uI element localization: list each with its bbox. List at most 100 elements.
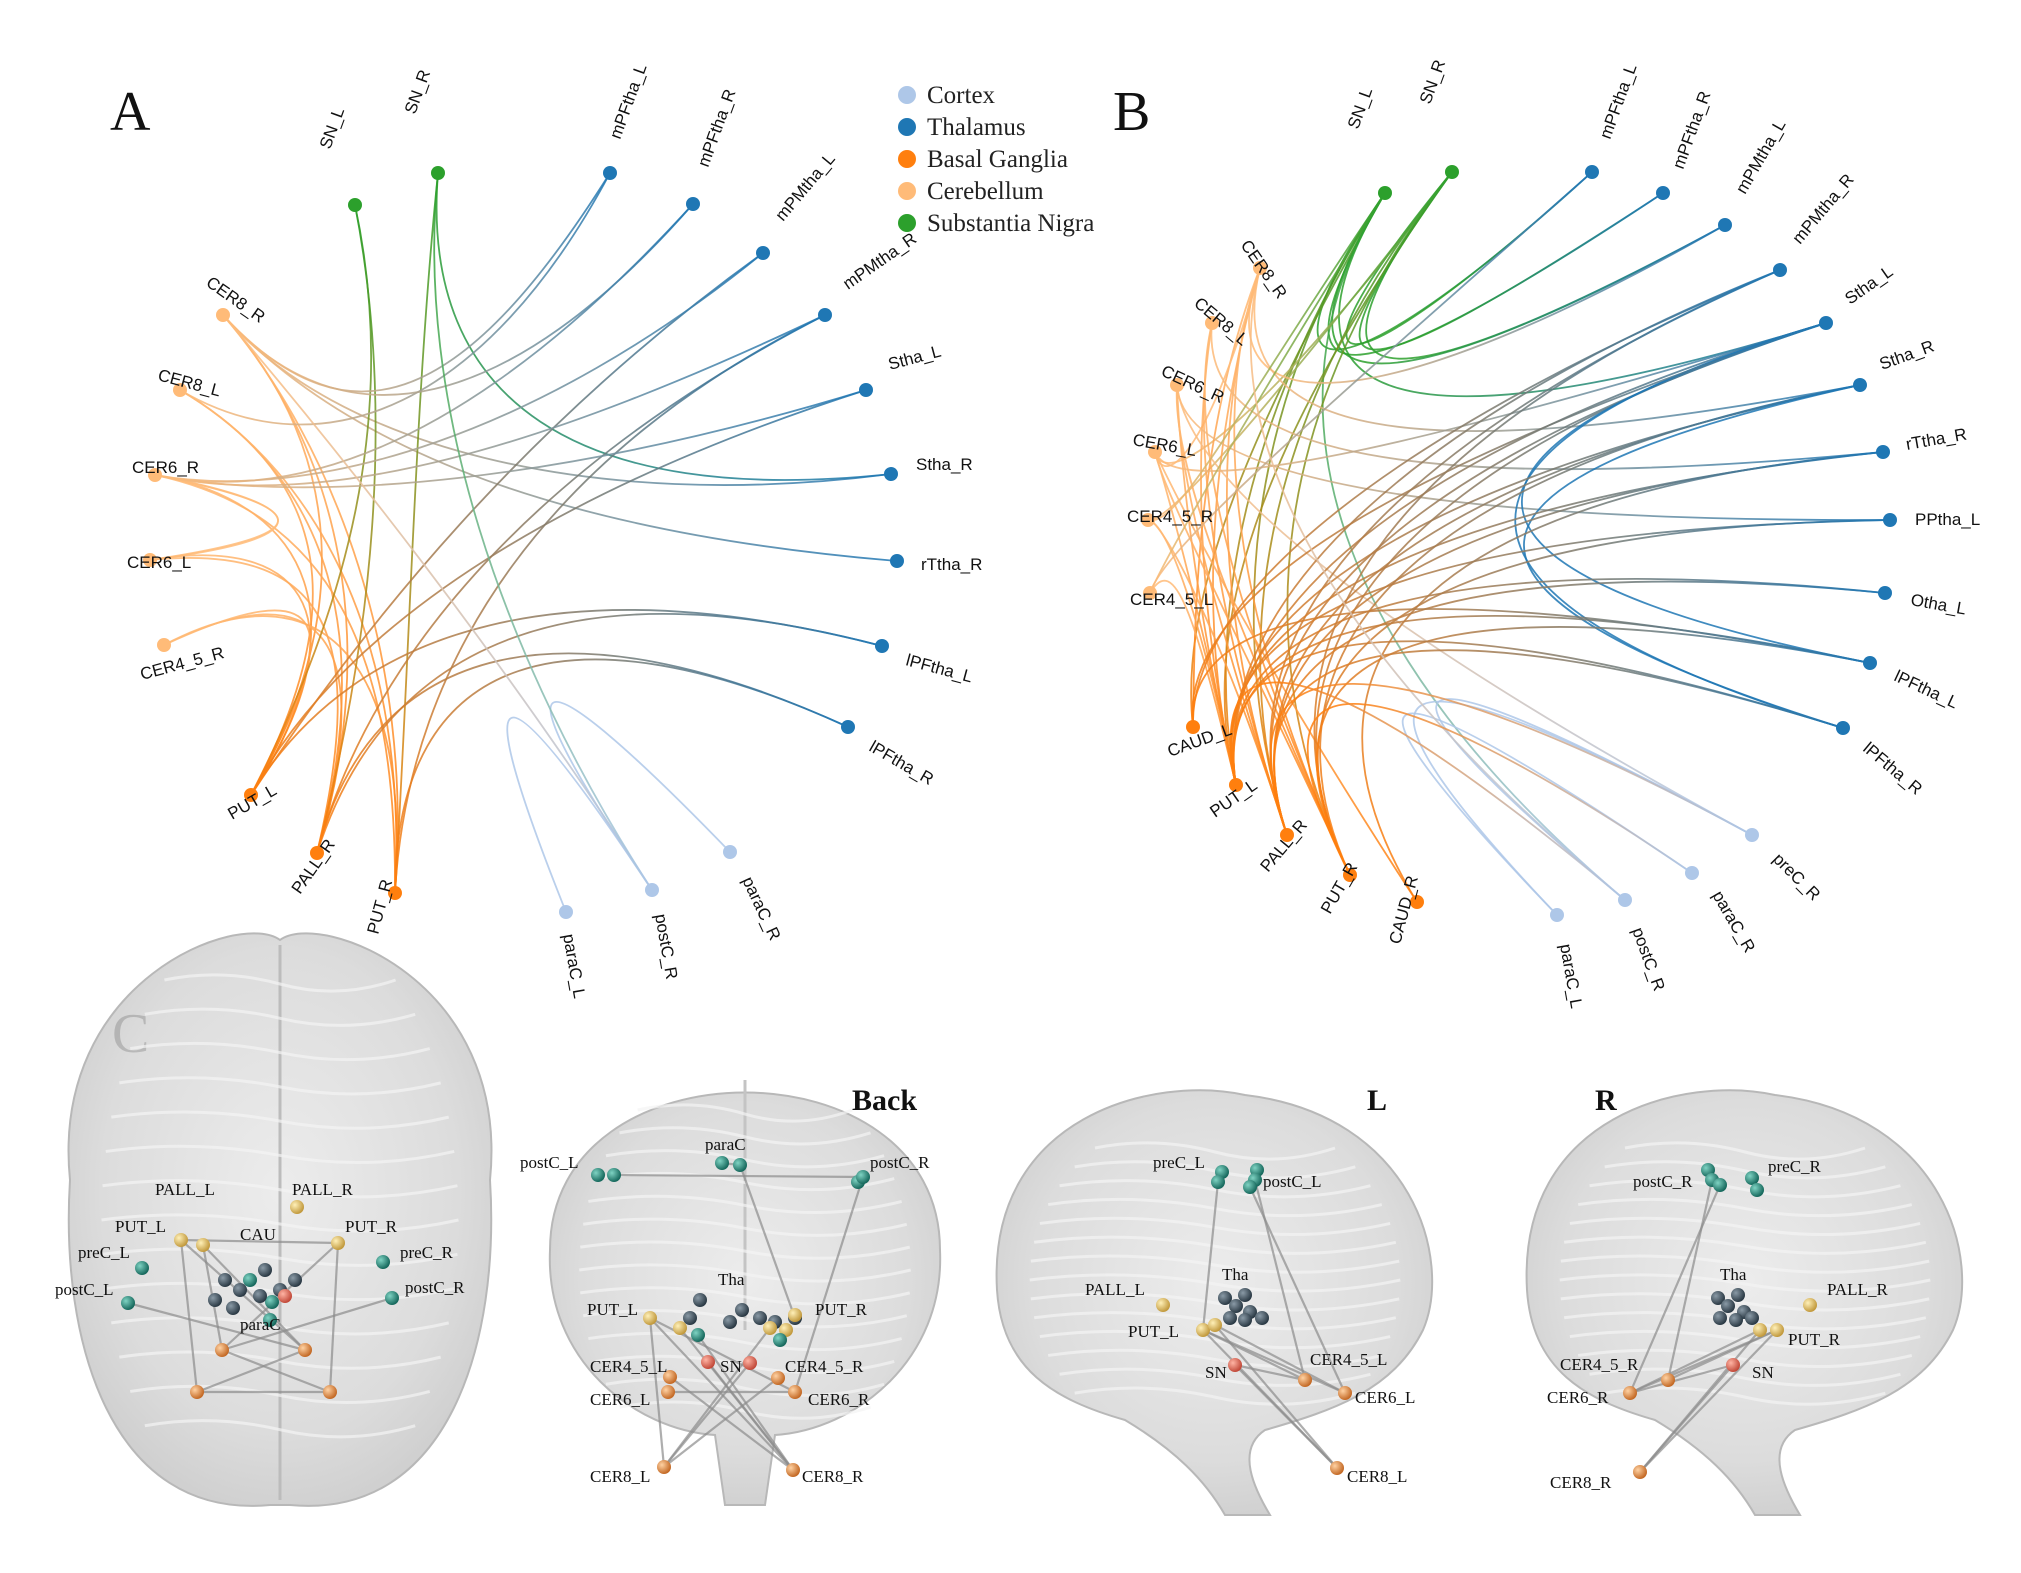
edge-lPFtha_R-PUT_L <box>1232 640 1844 786</box>
brain-texture <box>580 1286 911 1306</box>
brain-texture <box>105 1144 455 1165</box>
edge-CER6_R-preC_R <box>1176 384 1753 836</box>
brain-connection <box>127 1301 306 1352</box>
node-mPMtha_R <box>818 308 832 322</box>
brain-region-marker <box>278 1289 292 1303</box>
node-label-paraC_L: paraC_L <box>559 932 589 1000</box>
edge-lPFtha_R-PUT_R <box>394 658 849 894</box>
edge-CER6_L-CAUD_R <box>1154 451 1418 903</box>
brain-texture <box>1563 1311 1927 1331</box>
edge-SN_L-mPFtha_L <box>1316 171 1593 351</box>
node-Otha_L <box>1878 586 1892 600</box>
edge-Stha_R-lPFtha_R <box>1523 384 1861 729</box>
edge-CER8_R-CAUD_L <box>1192 267 1261 728</box>
brain-label-PUT_L: PUT_L <box>115 1217 166 1236</box>
node-SN_R <box>431 166 445 180</box>
brain-texture <box>1624 1141 1866 1161</box>
brain-region-marker <box>1243 1180 1257 1194</box>
brain-label-preC_L: preC_L <box>1153 1153 1205 1172</box>
edge-lPFtha_L-PUT_R <box>1315 626 1871 876</box>
brain-region-marker <box>753 1311 767 1325</box>
brain-region-marker <box>258 1263 272 1277</box>
node-lPFtha_R <box>1836 721 1850 735</box>
edge-SN_L-PALL_R <box>1252 192 1386 836</box>
panel-letter-a: A <box>110 81 151 143</box>
edge-paraC_L-paraC_R <box>1401 712 1693 916</box>
edge-CER6_R-CER6_L <box>149 474 279 561</box>
node-postC_R <box>645 883 659 897</box>
node-lPFtha_L <box>1863 656 1877 670</box>
edge-CER8_R-PUT_R <box>222 314 399 894</box>
brain-region-marker <box>288 1273 302 1287</box>
edge-CER8_R-PALL_R <box>222 314 349 854</box>
brain-region-marker <box>1623 1386 1637 1400</box>
brain-texture <box>1569 1329 1921 1350</box>
brain-texture <box>164 973 397 993</box>
edge-SN_R-mPMtha_L <box>1365 171 1726 360</box>
node-paraC_R <box>723 845 737 859</box>
brain-texture <box>1033 1235 1397 1255</box>
brain-texture <box>1559 1273 1931 1293</box>
brain-texture <box>1039 1329 1391 1350</box>
brain-texture <box>1039 1216 1391 1237</box>
brain-region-marker <box>385 1291 399 1305</box>
node-Stha_L <box>859 383 873 397</box>
edge-Stha_L-lPFtha_R <box>1514 322 1844 729</box>
node-PPtha_L <box>1883 513 1897 527</box>
node-label-PUT_L: PUT_L <box>225 781 280 824</box>
brain-label-CER8_L: CER8_L <box>590 1467 650 1486</box>
brain-label-PUT_R: PUT_R <box>345 1217 398 1236</box>
brain-region-marker <box>683 1311 697 1325</box>
node-label-CER8_R: CER8_R <box>203 273 269 327</box>
brain-region-marker <box>243 1273 257 1287</box>
brain-label-postC_L: postC_L <box>55 1280 114 1299</box>
edge-Stha_L-PUT_L <box>1232 322 1827 786</box>
brain-label-PALL_R: PALL_R <box>292 1180 353 1199</box>
brain-label-PUT_R: PUT_R <box>1788 1330 1841 1349</box>
brain-label-preC_R: preC_R <box>1768 1157 1822 1176</box>
brain-label-CER8_R: CER8_R <box>1550 1473 1612 1492</box>
edge-lPFtha_R-PALL_R <box>1273 649 1844 836</box>
edge-lPFtha_R-PALL_R <box>316 652 849 854</box>
edge-SN_R-PALL_R <box>1259 171 1453 836</box>
brain-region-marker <box>263 1313 277 1327</box>
brain-label-paraC: paraC <box>240 1315 281 1334</box>
brain-connection <box>793 1176 865 1393</box>
node-label-mPFtha_R: mPFtha_R <box>1669 89 1715 172</box>
brain-region-marker <box>661 1385 675 1399</box>
edge-CER6_R-PPtha_L <box>1176 384 1891 521</box>
edge-SN_L-postC_R <box>1321 192 1626 901</box>
edges-b <box>1147 171 1891 916</box>
brain-region-marker <box>253 1289 267 1303</box>
brain-region-marker <box>856 1170 870 1184</box>
legend-label: Thalamus <box>927 114 1026 141</box>
brain-texture <box>1577 1348 1913 1369</box>
brain-texture <box>579 1263 912 1283</box>
brain-texture <box>583 1217 908 1237</box>
edge-postC_R-CER8_R <box>222 314 653 891</box>
node-preC_R <box>1745 828 1759 842</box>
brain-region-marker <box>226 1301 240 1315</box>
legend-label: Basal Ganglia <box>927 146 1068 173</box>
brain-region-marker <box>788 1308 802 1322</box>
brain-label-PUT_R: PUT_R <box>815 1300 868 1319</box>
node-label-lPFtha_L: lPFtha_L <box>1891 666 1961 712</box>
brain-texture <box>130 1041 431 1062</box>
brain-region-marker <box>743 1356 757 1370</box>
brain-region-marker <box>1745 1311 1759 1325</box>
brain-texture <box>102 1247 458 1267</box>
edge-mPFtha_L-CER8_R <box>222 172 611 393</box>
node-label-paraC_R: paraC_R <box>1709 888 1759 956</box>
brain-region-marker <box>1753 1323 1767 1337</box>
edge-CER6_L-PALL_R <box>149 557 339 854</box>
brain-texture <box>619 1126 871 1146</box>
brain-texture <box>1094 1141 1336 1161</box>
brain-texture <box>605 1377 885 1397</box>
edge-CER4_5_L-mPFtha_L <box>1149 171 1593 594</box>
brain-region-marker <box>1721 1299 1735 1313</box>
node-Stha_R <box>1853 378 1867 392</box>
node-label-paraC_L: paraC_L <box>1556 942 1586 1010</box>
